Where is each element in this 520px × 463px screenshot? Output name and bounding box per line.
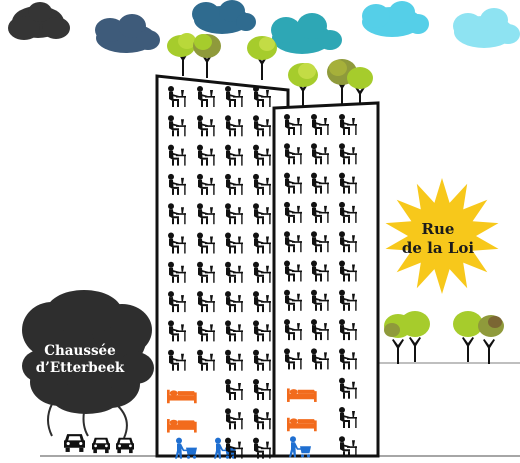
speech-cloud [22, 290, 154, 414]
street-label-chaussee-etterbeek: Chaussée d’Etterbeek [35, 343, 125, 376]
cloud-icon [192, 0, 256, 34]
tree-icon [167, 33, 196, 76]
cloud-icon [362, 1, 429, 37]
sun-burst-icon [385, 178, 499, 294]
car-front-icon [64, 434, 85, 452]
rooftop-trees-left [167, 33, 277, 80]
car-front-icon [116, 437, 134, 454]
speech-tails [47, 403, 128, 439]
cloud-icon [8, 2, 70, 40]
tree-icon [400, 311, 430, 362]
tree-icon [478, 315, 504, 364]
tree-icon [193, 34, 221, 78]
cloud-icon [95, 14, 160, 53]
cloud-icon [271, 13, 342, 54]
sky-clouds [8, 0, 520, 54]
rooftop-trees-right [288, 59, 373, 110]
cloud-icon [453, 8, 520, 48]
office-tower-right [272, 101, 380, 458]
tree-icon [247, 36, 277, 80]
tree-icon [347, 67, 373, 110]
tree-icon [288, 63, 318, 107]
tree-icon [453, 311, 483, 362]
street-label-rue-de-la-loi: Rue de la Loi [401, 220, 475, 257]
car-front-icon [92, 437, 110, 454]
roadside-trees [384, 311, 504, 364]
